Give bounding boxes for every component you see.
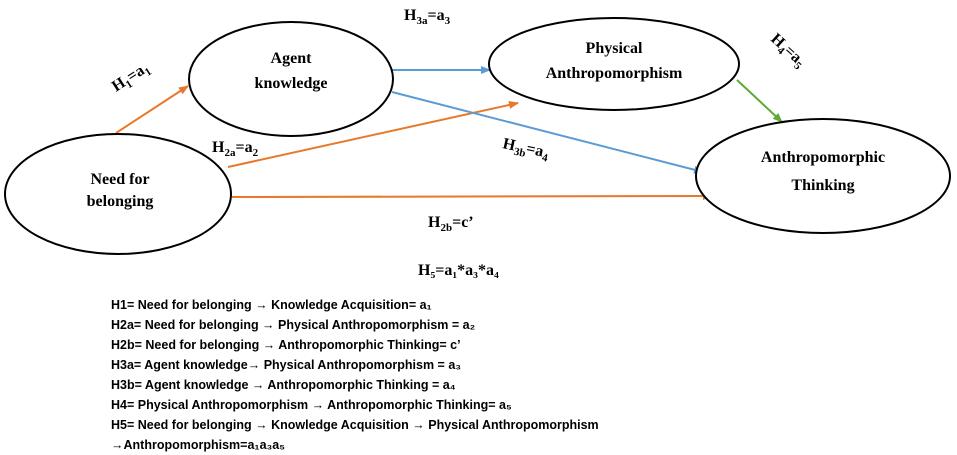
arrow-h4 xyxy=(736,79,783,123)
arrow-h3b xyxy=(391,91,704,174)
arrow-h2a xyxy=(227,101,519,168)
node-thinking-line1: Anthropomorphic xyxy=(761,149,885,166)
legend-line-h2a: H2a= Need for belonging → Physical Anthr… xyxy=(111,318,476,332)
legend-line-h1: H1= Need for belonging → Knowledge Acqui… xyxy=(111,298,432,312)
node-physical-line1: Physical xyxy=(586,40,643,57)
arrow-h1 xyxy=(115,85,189,134)
node-physical-anthropomorphism: Physical Anthropomorphism xyxy=(488,17,740,111)
node-agent-line1: Agent xyxy=(271,50,313,67)
legend-line-h3b: H3b= Agent knowledge → Anthropomorphic T… xyxy=(111,378,456,392)
legend-line-h5: H5= Need for belonging → Knowledge Acqui… xyxy=(111,418,599,432)
node-need-line2: belonging xyxy=(87,193,154,210)
label-h2b: H2b=c’ xyxy=(428,214,474,234)
node-agent-line2: knowledge xyxy=(255,75,328,92)
legend-line-h3a: H3a= Agent knowledge→ Physical Anthropom… xyxy=(111,358,462,372)
label-h3a: H3a=a3 xyxy=(404,7,451,27)
node-anthropomorphic-thinking: Anthropomorphic Thinking xyxy=(695,118,951,234)
legend-line-h4: H4= Physical Anthropomorphism → Anthropo… xyxy=(111,398,512,412)
hypothesis-legend: H1= Need for belonging → Knowledge Acqui… xyxy=(111,295,599,455)
node-need-line1: Need for xyxy=(90,171,149,188)
node-need-for-belonging: Need for belonging xyxy=(4,133,232,255)
node-agent-knowledge: Agent knowledge xyxy=(188,21,394,137)
node-physical-line2: Anthropomorphism xyxy=(546,65,683,82)
arrow-h2b xyxy=(231,192,713,201)
legend-line-h2b: H2b= Need for belonging → Anthropomorphi… xyxy=(111,338,461,352)
h5-formula: H₅=a₁*a₃*a₄ xyxy=(418,262,499,279)
label-h4: H4=a5 xyxy=(765,30,809,72)
label-h2a: H2a=a2 xyxy=(212,139,259,159)
label-h3b: H3b=a4 xyxy=(501,135,551,164)
legend-line-h5-cont: →Anthropomorphism=a₁a₃a₅ xyxy=(111,438,285,452)
node-thinking-line2: Thinking xyxy=(791,177,854,194)
label-h1: H1=a1 xyxy=(109,59,154,98)
